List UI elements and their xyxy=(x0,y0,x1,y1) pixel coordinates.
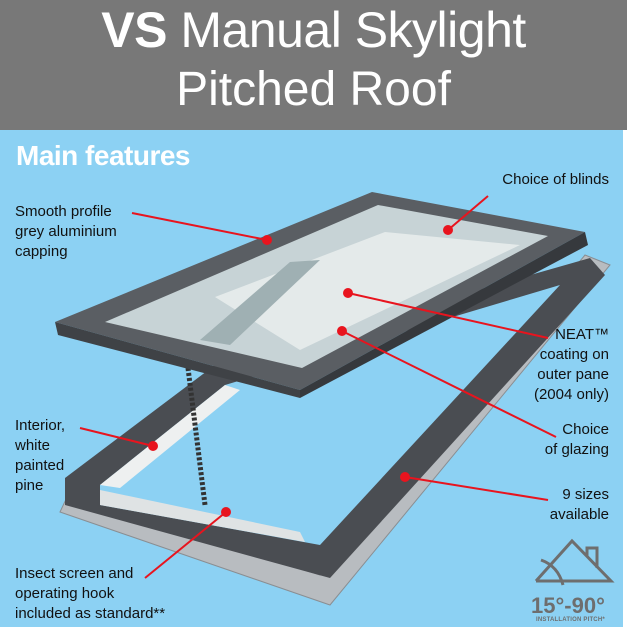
sash-bottom xyxy=(55,322,300,398)
callout-pine: Interior, white painted pine xyxy=(15,417,66,494)
callout-glazing: Choice of glazing xyxy=(544,421,609,458)
callout-blinds: Choice of blinds xyxy=(502,171,609,188)
callout-lines xyxy=(79,195,557,579)
roof-pitch-icon xyxy=(534,538,615,586)
callout-dots xyxy=(148,225,453,517)
pitch-value: 15°-90° xyxy=(531,593,605,618)
page-title: VS Manual Skylight xyxy=(0,2,627,58)
pitch-caption: INSTALLATION PITCH* xyxy=(536,617,605,623)
callout-capping: Smooth profile grey aluminium capping xyxy=(15,203,117,260)
section-heading: Main features xyxy=(16,140,191,171)
glass-shadow xyxy=(200,260,320,345)
page-subtitle: Pitched Roof xyxy=(176,63,451,116)
interior-pine-lining xyxy=(100,385,240,488)
callout-insect-screen: Insect screen and operating hook include… xyxy=(15,565,166,622)
header: VS Manual Skylight Pitched Roof xyxy=(0,0,627,130)
operating-rod xyxy=(185,367,208,506)
right-border xyxy=(623,130,627,627)
base-frame-inner xyxy=(100,285,560,545)
title-bold: VS xyxy=(101,2,167,58)
glass-reflection xyxy=(215,232,520,350)
callout-neat-coating: NEAT™ coating on outer pane (2004 only) xyxy=(533,326,609,403)
interior-pine-lining-front xyxy=(100,490,305,542)
title-rest: Manual Skylight xyxy=(166,2,526,58)
callout-sizes: 9 sizes available xyxy=(549,486,609,523)
